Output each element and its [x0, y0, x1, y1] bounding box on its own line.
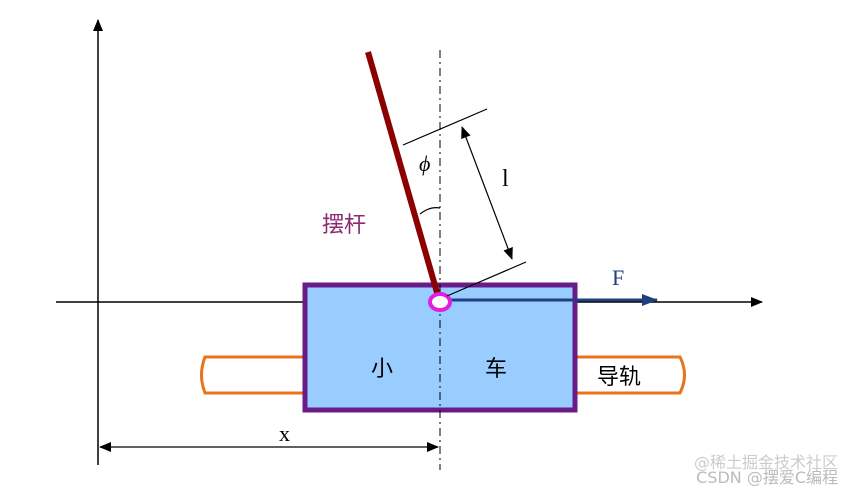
length-extension-bottom: [446, 261, 527, 297]
length-extension-top: [402, 108, 488, 146]
phi-label: ϕ: [419, 151, 430, 176]
length-label: l: [502, 166, 509, 192]
cart-label-left: 小: [371, 357, 393, 382]
position-label: x: [279, 421, 290, 446]
pivot-joint: [428, 292, 452, 312]
rail-right: [575, 355, 686, 395]
rail-left: [200, 355, 305, 395]
force-label: F: [612, 265, 624, 290]
rod-label: 摆杆: [322, 213, 366, 238]
pendulum-rod: [365, 51, 441, 297]
angle-arc: [419, 207, 441, 215]
watermark-line1: @稀土掘金技术社区: [694, 453, 838, 472]
rail-label: 导轨: [597, 365, 641, 390]
cart-label-right: 车: [485, 357, 507, 382]
watermark-line2: CSDN @摆爱C编程: [696, 468, 838, 487]
length-dimension-arrow: [461, 126, 513, 260]
